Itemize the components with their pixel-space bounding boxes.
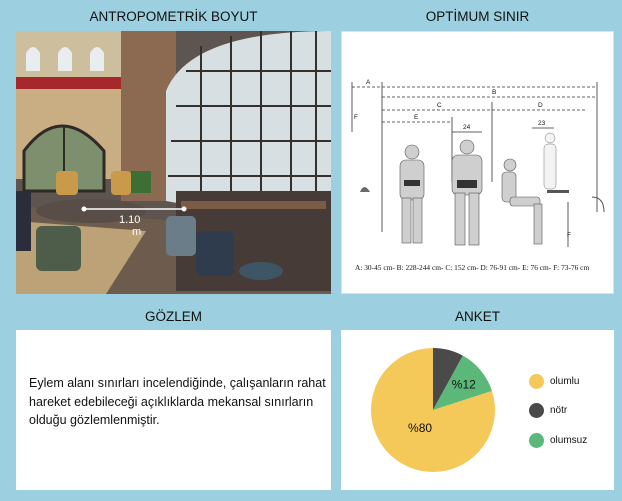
interior-photo-illustration: 1.10 m xyxy=(16,31,331,294)
dim-letter-e: E xyxy=(414,114,419,121)
legend-olumlu-label: olumlu xyxy=(550,376,580,387)
dim-letter-a: A xyxy=(366,79,371,86)
legend-olumsuz-label: olumsuz xyxy=(550,435,588,446)
dimension-drawing: A B C E F D 24 23 xyxy=(351,79,605,247)
pie-slice-olumsuz xyxy=(433,355,492,410)
survey-pie-chart: %80 %12 xyxy=(370,348,495,472)
legend-olumlu-swatch xyxy=(529,374,544,389)
pie-slice-notr xyxy=(433,348,463,410)
dim-letter-c: C xyxy=(437,102,442,109)
observation-text: Eylem alanı sınırları incelendiğinde, ça… xyxy=(29,376,326,427)
pie-label-olumsuz: %12 xyxy=(452,378,476,392)
anthropometric-title: ANTROPOMETRİK BOYUT xyxy=(89,9,258,24)
pie-label-olumlu: %80 xyxy=(408,421,432,435)
observation-title: GÖZLEM xyxy=(144,309,202,324)
svg-text:F: F xyxy=(567,232,571,239)
dim-letter-d: D xyxy=(538,102,543,109)
observation-panel: Eylem alanı sınırları incelendiğinde, ça… xyxy=(16,330,331,490)
interior-photo: 1.10 m xyxy=(16,31,331,294)
survey-panel: %80 %12 olumlu nötr olumsuz xyxy=(341,330,614,490)
photo-measurement: 1.10 xyxy=(119,214,140,226)
anthropometric-drawing: A B C E F D 24 23 xyxy=(341,31,614,294)
optimum-title: OPTİMUM SINIR xyxy=(425,9,530,24)
survey-title: ANKET xyxy=(454,309,500,324)
legend-notr-label: nötr xyxy=(550,405,568,416)
legend-olumsuz-swatch xyxy=(529,433,544,448)
dim-inner-23: 23 xyxy=(538,120,546,127)
dimension-caption: A: 30-45 cm- B: 228-244 cm- C: 152 cm- D… xyxy=(355,263,590,272)
legend-notr-swatch xyxy=(529,403,544,418)
dim-inner-24: 24 xyxy=(463,124,471,131)
pie-slice-olumlu xyxy=(370,348,495,472)
photo-measurement-unit: m xyxy=(132,226,141,238)
dim-letter-f: F xyxy=(354,114,358,121)
dim-letter-b: B xyxy=(492,89,496,96)
